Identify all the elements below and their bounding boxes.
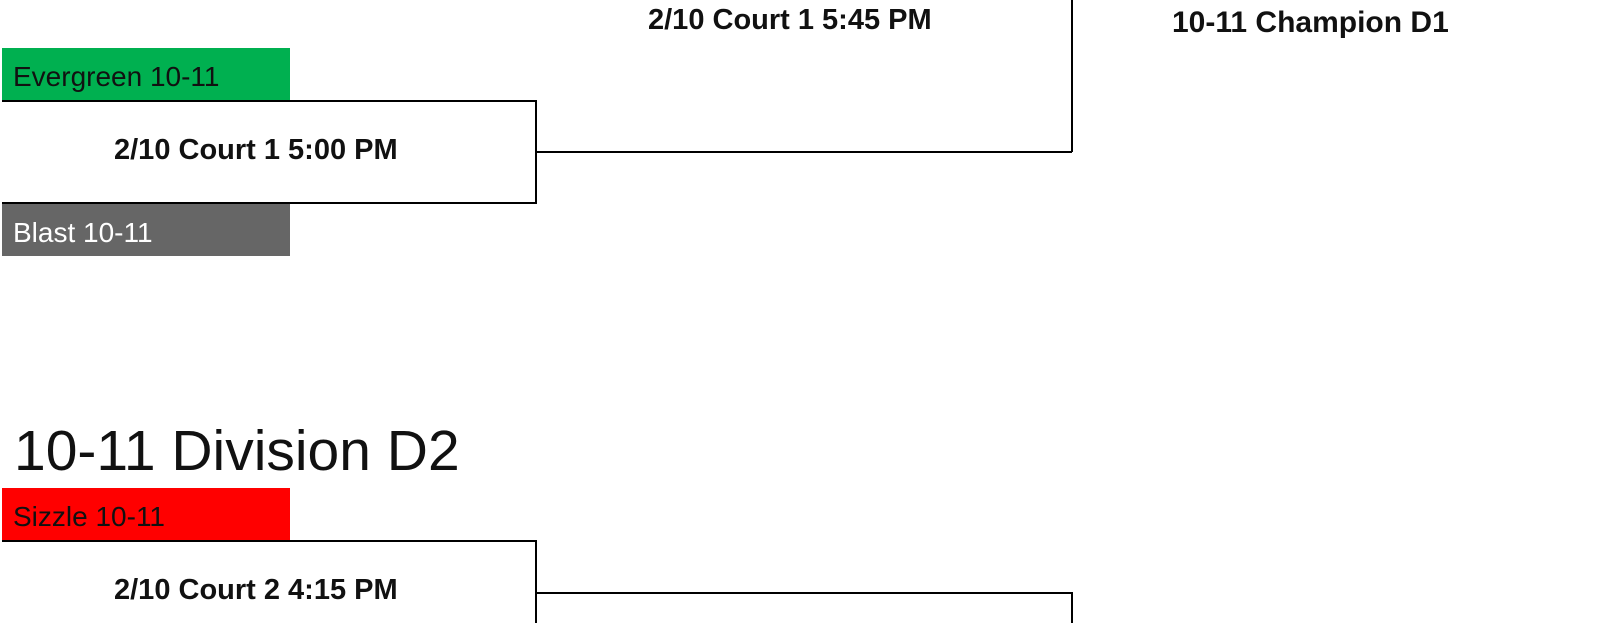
d2-match-bracket-line bbox=[2, 540, 537, 623]
team-name-label: Sizzle 10-11 bbox=[13, 501, 166, 532]
team-sizzle[interactable]: Sizzle 10-11 bbox=[2, 488, 290, 540]
d1-match-game-label: 2/10 Court 1 5:00 PM bbox=[114, 134, 398, 166]
team-name-label: Blast 10-11 bbox=[13, 217, 153, 248]
team-blast[interactable]: Blast 10-11 bbox=[2, 204, 290, 256]
team-name-label: Evergreen 10-11 bbox=[13, 61, 220, 92]
d2-match-game-label: 2/10 Court 2 4:15 PM bbox=[114, 574, 398, 606]
team-evergreen[interactable]: Evergreen 10-11 bbox=[2, 48, 290, 100]
d1-champion-label: 10-11 Champion D1 bbox=[1172, 6, 1449, 39]
d2-connector-line bbox=[536, 592, 1073, 623]
division-title: 10-11 Division D2 bbox=[14, 419, 460, 483]
d1-final-game-label: 2/10 Court 1 5:45 PM bbox=[648, 4, 932, 36]
